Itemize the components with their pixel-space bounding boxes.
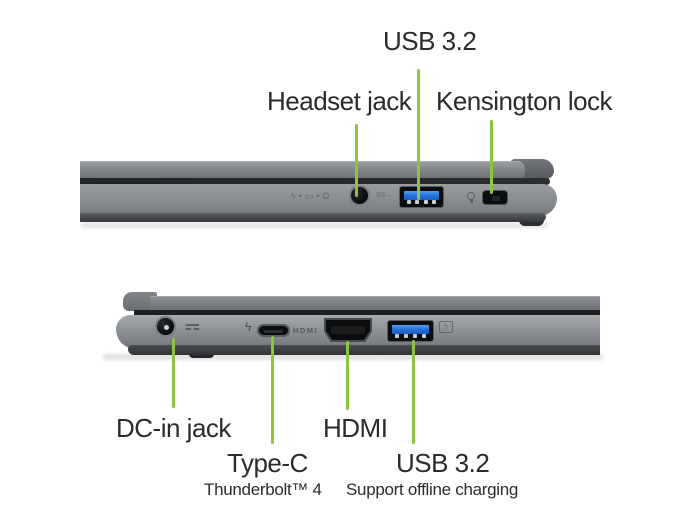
- lid-front-lip: [123, 292, 157, 311]
- headset-icon: Ω: [322, 191, 330, 201]
- lid-edge: [150, 296, 600, 313]
- lid-edge: [80, 161, 525, 179]
- offline-charging-icon: ϟ: [439, 321, 453, 333]
- type-c-label: Type-C: [227, 448, 308, 478]
- usb-bottom-label: USB 3.2: [396, 448, 490, 478]
- usb-ss-icon: SS↔: [376, 192, 393, 199]
- chassis-base: [80, 184, 557, 216]
- thunderbolt-icon: ϟ: [245, 320, 252, 334]
- usb-contacts: [407, 200, 436, 204]
- kensington-lock-icon: [467, 192, 476, 203]
- hinge-gap: [80, 178, 550, 185]
- hdmi-embossed-text: HDMI: [293, 326, 319, 335]
- headset-callout-line: [355, 124, 358, 197]
- battery-led-icon: ▭: [304, 191, 314, 201]
- chassis-bottom-edge: [128, 345, 600, 355]
- usb-top-label: USB 3.2: [383, 26, 477, 56]
- usb-bottom-callout-line: [412, 340, 415, 444]
- usb-port: [399, 186, 444, 208]
- usb-top-callout-line: [417, 69, 420, 200]
- kensington-lock-slot: [482, 190, 508, 205]
- thunderbolt-sublabel: Thunderbolt™ 4: [204, 480, 322, 499]
- dc-in-port: [155, 316, 176, 337]
- usb-tongue: [392, 325, 429, 334]
- headset-jack-label: Headset jack: [267, 86, 412, 116]
- kensington-callout-line: [490, 120, 493, 194]
- drop-shadow: [103, 354, 603, 360]
- kensington-lock-label: Kensington lock: [436, 86, 613, 116]
- usb-contacts: [395, 334, 426, 338]
- led-dot-icon: •: [298, 191, 302, 201]
- dc-center-pin: [164, 325, 169, 330]
- hdmi-callout-line: [346, 341, 349, 410]
- hdmi-port: [324, 318, 372, 342]
- hinge-gap: [134, 310, 600, 317]
- dc-in-icon: [186, 324, 199, 330]
- usb-port: [387, 320, 434, 342]
- headset-jack-port: [349, 185, 370, 206]
- power-led-icon: ϟ: [291, 191, 296, 201]
- dc-in-jack-label: DC-in jack: [116, 413, 231, 443]
- led-dot-icon: •: [316, 191, 320, 201]
- usb-tongue: [404, 191, 439, 200]
- chassis-bottom-edge: [80, 213, 546, 222]
- type-c-callout-line: [271, 336, 274, 444]
- offline-charging-sublabel: Support offline charging: [346, 480, 519, 499]
- usb-c-port: [257, 324, 290, 337]
- hdmi-label: HDMI: [323, 413, 388, 443]
- drop-shadow: [82, 223, 548, 228]
- dc-in-callout-line: [172, 338, 175, 408]
- status-led-icons: ϟ • ▭ • Ω: [291, 189, 329, 203]
